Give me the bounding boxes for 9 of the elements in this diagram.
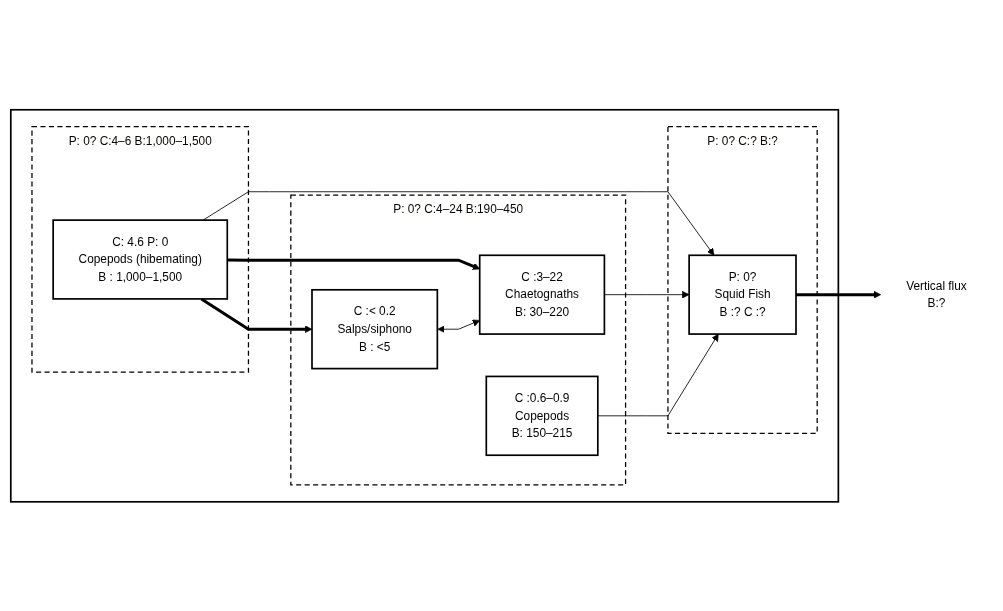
arrow <box>796 290 882 299</box>
node-text: Vertical flux B:? <box>906 278 967 310</box>
cluster <box>9 108 840 503</box>
node-box: C :0.6–0.9 Copepods B: 150–215 <box>485 375 599 456</box>
arrow <box>200 297 313 333</box>
node-box: C: 4.6 P: 0 Copepods (hibemating) B : 1,000–1,500 <box>52 219 229 300</box>
node-box: C :3–22 Chaetognaths B: 30–220 <box>478 254 606 335</box>
node-box: C :< 0.2 Salps/siphono B : <5 <box>311 288 439 370</box>
node-box: P: 0? Squid Fish B :? C :? <box>688 254 797 335</box>
